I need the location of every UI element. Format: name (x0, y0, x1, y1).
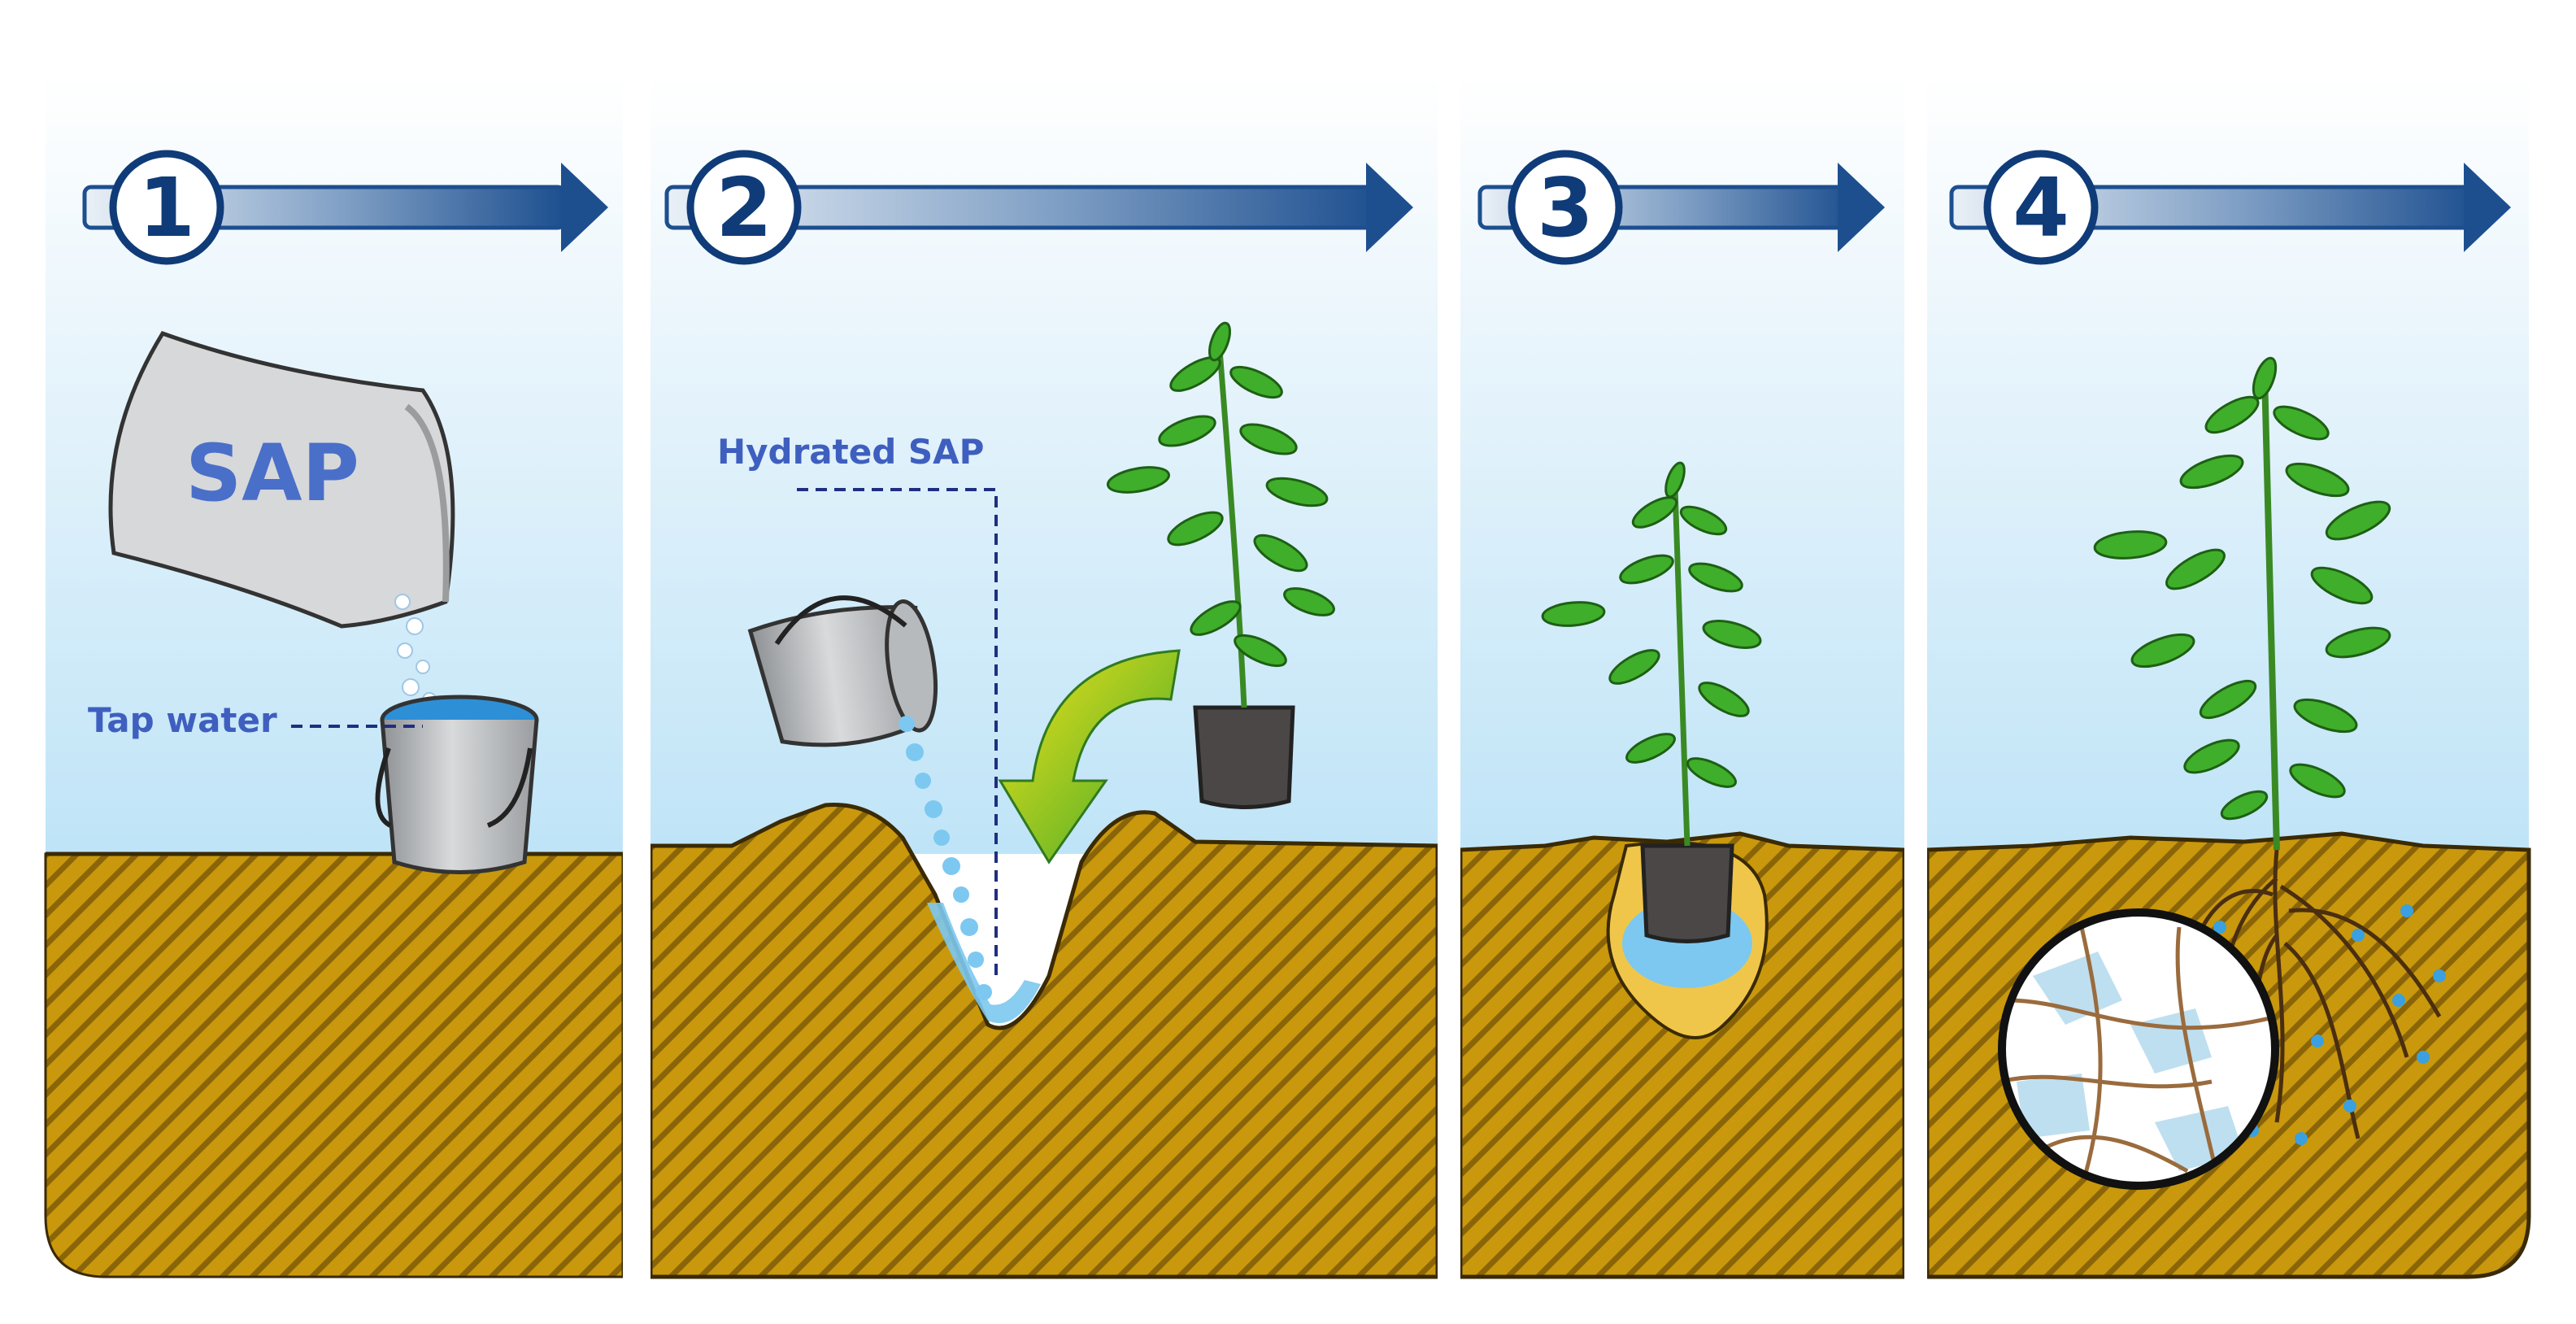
planted-seedling (1541, 461, 1762, 943)
water-bucket (375, 695, 539, 874)
potted-plant (1106, 321, 1335, 809)
step-1-arrow: 1 (82, 150, 608, 265)
panel-3: 3 (1458, 73, 1907, 1279)
panel-2-soil (648, 803, 1440, 1279)
hydrated-sap-leader (797, 488, 998, 976)
panel-2: 2 Hydrated SAP (648, 73, 1440, 1279)
panel-3-soil (1458, 831, 1907, 1279)
panel-1-soil (44, 852, 624, 1278)
placement-arrow (998, 649, 1181, 865)
step-1-number: 1 (138, 160, 195, 255)
hydrated-sap-label: Hydrated SAP (717, 432, 984, 472)
panel-1: 1 SAP Tap water (44, 73, 624, 1278)
panel-dividers (623, 65, 1927, 1285)
gel-stream (899, 716, 992, 1000)
grown-plant (2093, 356, 2391, 851)
step-3-arrow: 3 (1477, 150, 1885, 265)
tap-water-label: Tap water (88, 700, 277, 740)
plant-2-leaves (1106, 321, 1335, 668)
plant-4-leaves (2093, 356, 2391, 821)
step-2-number: 2 (716, 160, 772, 255)
step-4-arrow: 4 (1949, 150, 2511, 265)
magnified-roots (2002, 926, 2275, 1186)
sap-bag-label: SAP (185, 428, 359, 519)
pouring-bucket (747, 595, 938, 747)
step-2-arrow: 2 (664, 150, 1413, 265)
step-4-number: 4 (2012, 160, 2069, 255)
sap-bag: SAP (108, 330, 455, 629)
step-3-number: 3 (1537, 160, 1594, 255)
root-magnifier (1998, 908, 2279, 1190)
plant-3-leaves (1541, 461, 1762, 788)
panel-4: 4 (1925, 73, 2531, 1279)
